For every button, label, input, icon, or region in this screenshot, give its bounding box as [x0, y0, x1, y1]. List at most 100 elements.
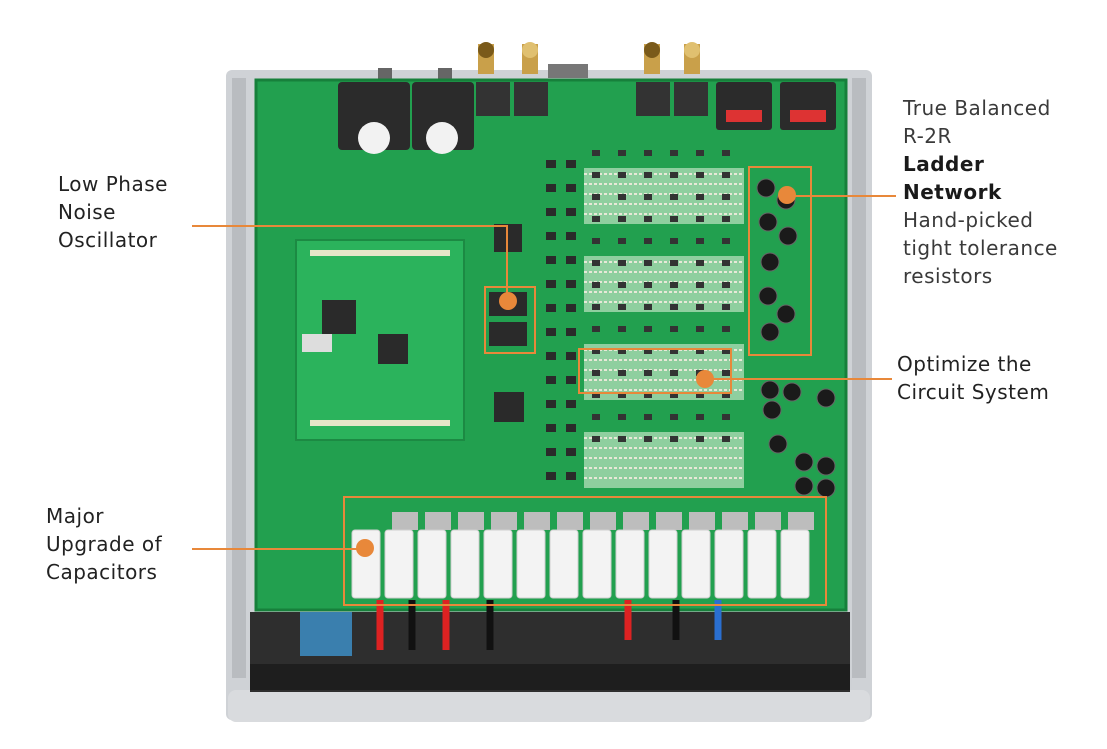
smd-chip	[592, 304, 600, 310]
smd-chip	[546, 376, 556, 384]
capacitor-clamp	[491, 512, 517, 530]
smd-chip	[722, 150, 730, 156]
capacitor	[794, 476, 814, 496]
capacitor-label: Major Upgrade of Capacitors	[46, 502, 162, 586]
smd-chip	[722, 348, 730, 354]
smd-chip	[670, 414, 678, 420]
capacitor	[758, 212, 778, 232]
smd-chip	[566, 232, 576, 240]
smd-chip	[618, 370, 626, 376]
capacitor	[782, 382, 802, 402]
smd-chip	[696, 436, 704, 442]
oscillator-marker-dot	[499, 292, 517, 310]
smd-chip	[566, 400, 576, 408]
smd-chip	[644, 194, 652, 200]
oscillator-label: Low Phase Noise Oscillator	[58, 170, 168, 254]
smd-chip	[618, 172, 626, 178]
smd-chip	[722, 326, 730, 332]
smd-chip	[618, 282, 626, 288]
smd-chip	[644, 326, 652, 332]
smd-chip	[696, 392, 704, 398]
smd-chip	[644, 238, 652, 244]
film-capacitor	[615, 529, 645, 599]
oscillator-label-line2: Noise	[58, 200, 116, 224]
smd-chip	[670, 260, 678, 266]
smd-chip	[618, 414, 626, 420]
smd-chip	[566, 184, 576, 192]
smd-chip	[644, 348, 652, 354]
smd-chip	[670, 282, 678, 288]
capacitor	[816, 456, 836, 476]
smd-chip	[670, 436, 678, 442]
film-capacitor	[780, 529, 810, 599]
smd-chip	[670, 326, 678, 332]
smd-chip	[696, 216, 704, 222]
capacitor	[768, 434, 788, 454]
capacitor-label-line1: Major	[46, 504, 105, 528]
smd-chip	[696, 194, 704, 200]
smd-chip	[618, 260, 626, 266]
xlr-connectors	[338, 82, 836, 154]
smd-chip	[546, 160, 556, 168]
smd-chip	[566, 448, 576, 456]
film-capacitor	[483, 529, 513, 599]
smd-chip	[592, 436, 600, 442]
film-capacitor	[417, 529, 447, 599]
smd-chip	[722, 436, 730, 442]
smd-chip	[722, 370, 730, 376]
film-capacitor	[714, 529, 744, 599]
circuit-label-line1: Optimize the	[897, 352, 1032, 376]
smd-chip	[696, 304, 704, 310]
smd-chip	[546, 328, 556, 336]
capacitor-clamp	[425, 512, 451, 530]
resistor-ladder	[584, 168, 744, 488]
smd-chip	[722, 414, 730, 420]
film-capacitor	[384, 529, 414, 599]
capacitor-leader-line	[192, 548, 362, 550]
smd-chip	[592, 348, 600, 354]
smd-chip	[722, 238, 730, 244]
smd-chip	[696, 238, 704, 244]
ladder-ics	[546, 150, 730, 480]
smd-chip	[618, 216, 626, 222]
capacitor-highlight-box	[343, 496, 827, 606]
smd-chip	[644, 282, 652, 288]
smd-chip	[644, 414, 652, 420]
smd-chip	[566, 352, 576, 360]
smd-chip	[670, 304, 678, 310]
smd-chip	[566, 424, 576, 432]
capacitor-clamp	[557, 512, 583, 530]
smd-chip	[546, 304, 556, 312]
circuit-marker-dot	[696, 370, 714, 388]
ladder-leader-line	[786, 195, 896, 197]
chassis-front-panel	[228, 690, 870, 722]
film-capacitor	[516, 529, 546, 599]
smd-chip	[670, 238, 678, 244]
ladder-label-line7: resistors	[903, 264, 993, 288]
capacitor	[816, 478, 836, 498]
capacitor-clamp	[656, 512, 682, 530]
daughter-board	[295, 239, 465, 441]
capacitor	[794, 452, 814, 472]
ladder-band	[584, 432, 744, 488]
ladder-label: True Balanced R-2R Ladder Network Hand-p…	[903, 94, 1058, 290]
smd-chip	[644, 172, 652, 178]
capacitor-label-line2: Upgrade of	[46, 532, 163, 556]
smd-chip	[670, 348, 678, 354]
smd-chip	[696, 348, 704, 354]
smd-chip	[618, 194, 626, 200]
smd-chip	[546, 232, 556, 240]
smd-chip	[592, 172, 600, 178]
capacitor	[760, 252, 780, 272]
smd-chip	[618, 326, 626, 332]
oscillator-leader-drop	[506, 225, 508, 301]
film-capacitor	[681, 529, 711, 599]
smd-chip	[644, 370, 652, 376]
smd-chip	[592, 194, 600, 200]
smd-chip	[696, 150, 704, 156]
oscillator-label-line3: Oscillator	[58, 228, 158, 252]
ladder-label-line6: tight tolerance	[903, 236, 1058, 260]
smd-chip	[546, 184, 556, 192]
smd-chip	[592, 282, 600, 288]
capacitor-clamp	[590, 512, 616, 530]
